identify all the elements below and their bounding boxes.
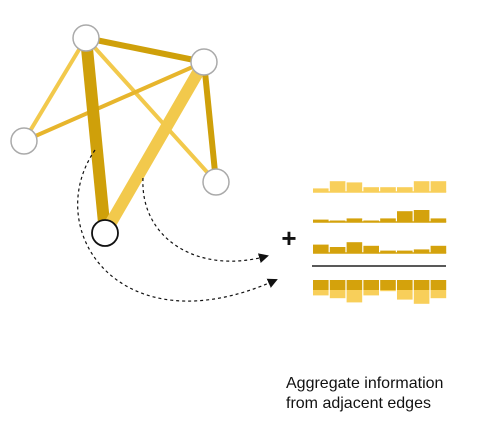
- aggregate-result-bar-4-light: [363, 290, 379, 296]
- aggregate-result-bar-2-light: [329, 290, 346, 299]
- edge-n1-n5: [80, 37, 111, 234]
- aggregate-result-bar-1-dark: [313, 280, 329, 290]
- graph-nodes: [10, 24, 230, 247]
- aggregate-result-bar-3-dark: [346, 280, 363, 290]
- edge-feature-1-bar-5: [380, 187, 396, 192]
- aggregate-result-bar-3-light: [346, 290, 363, 303]
- edge-n1-n3: [22, 36, 88, 143]
- edge-feature-3-bar-2: [329, 247, 346, 253]
- edge-feature-1-bar-3: [346, 182, 363, 192]
- node-right: [202, 168, 230, 196]
- edge-n1-n4: [84, 36, 218, 184]
- edge-n2-n5: [99, 58, 210, 237]
- node-top-right: [190, 48, 218, 76]
- node-focus: [91, 219, 119, 247]
- aggregate-result-bar-7-light: [413, 290, 430, 304]
- aggregate-result-bar-2-dark: [329, 280, 346, 290]
- aggregate-result-bar-8-light: [430, 290, 447, 299]
- aggregate-result-bar-5-light: [380, 290, 396, 292]
- node-top: [72, 24, 100, 52]
- edge-feature-3-bar-1: [313, 244, 329, 253]
- aggregate-result-bar-6-light: [397, 290, 413, 300]
- edge-feature-3-bar-6: [397, 250, 413, 253]
- edge-feature-3-bar-7: [413, 249, 430, 253]
- edge-feature-2-bar-5: [380, 218, 396, 222]
- edge-feature-1-bar-1: [313, 188, 329, 192]
- edge-feature-2-bar-7: [413, 210, 430, 222]
- dotted-arrow-inner: [142, 177, 269, 263]
- edge-n2-n4: [201, 59, 219, 185]
- edge-feature-1-bar-2: [329, 181, 346, 192]
- aggregate-result-bar-7-dark: [413, 280, 430, 290]
- aggregate-result-bar-5-dark: [380, 280, 396, 290]
- edge-n3-n2: [22, 60, 206, 143]
- edge-feature-2-bar-8: [430, 218, 447, 222]
- flow-arrows: [77, 149, 278, 302]
- node-left: [10, 127, 38, 155]
- caption: Aggregate information from adjacent edge…: [286, 374, 486, 414]
- aggregate-result-bar-4-dark: [363, 280, 379, 290]
- edge-feature-3-bar-8: [430, 245, 447, 253]
- edge-feature-2-bar-1: [313, 219, 329, 222]
- edge-feature-2-bar-3: [346, 218, 363, 222]
- aggregate-result-bar-1-light: [313, 290, 329, 296]
- plus-operator: +: [281, 223, 296, 253]
- edge-feature-3-bar-5: [380, 250, 396, 253]
- edge-n1-n2: [83, 35, 207, 65]
- edge-feature-3-bar-3: [346, 242, 363, 253]
- caption-line-2: from adjacent edges: [286, 395, 431, 412]
- caption-line-1: Aggregate information: [286, 375, 444, 392]
- dotted-arrow-outer: [77, 149, 278, 302]
- graph-edges: [22, 35, 219, 237]
- edge-feature-2-bar-6: [397, 211, 413, 222]
- edge-feature-1-bar-7: [413, 181, 430, 192]
- edge-feature-1-bar-4: [363, 187, 379, 192]
- edge-feature-3-bar-4: [363, 245, 379, 253]
- aggregate-result-bar-8-dark: [430, 280, 447, 290]
- edge-feature-bars: [313, 181, 447, 304]
- aggregate-result-bar-6-dark: [397, 280, 413, 290]
- edge-feature-1-bar-8: [430, 181, 447, 192]
- edge-feature-1-bar-6: [397, 187, 413, 192]
